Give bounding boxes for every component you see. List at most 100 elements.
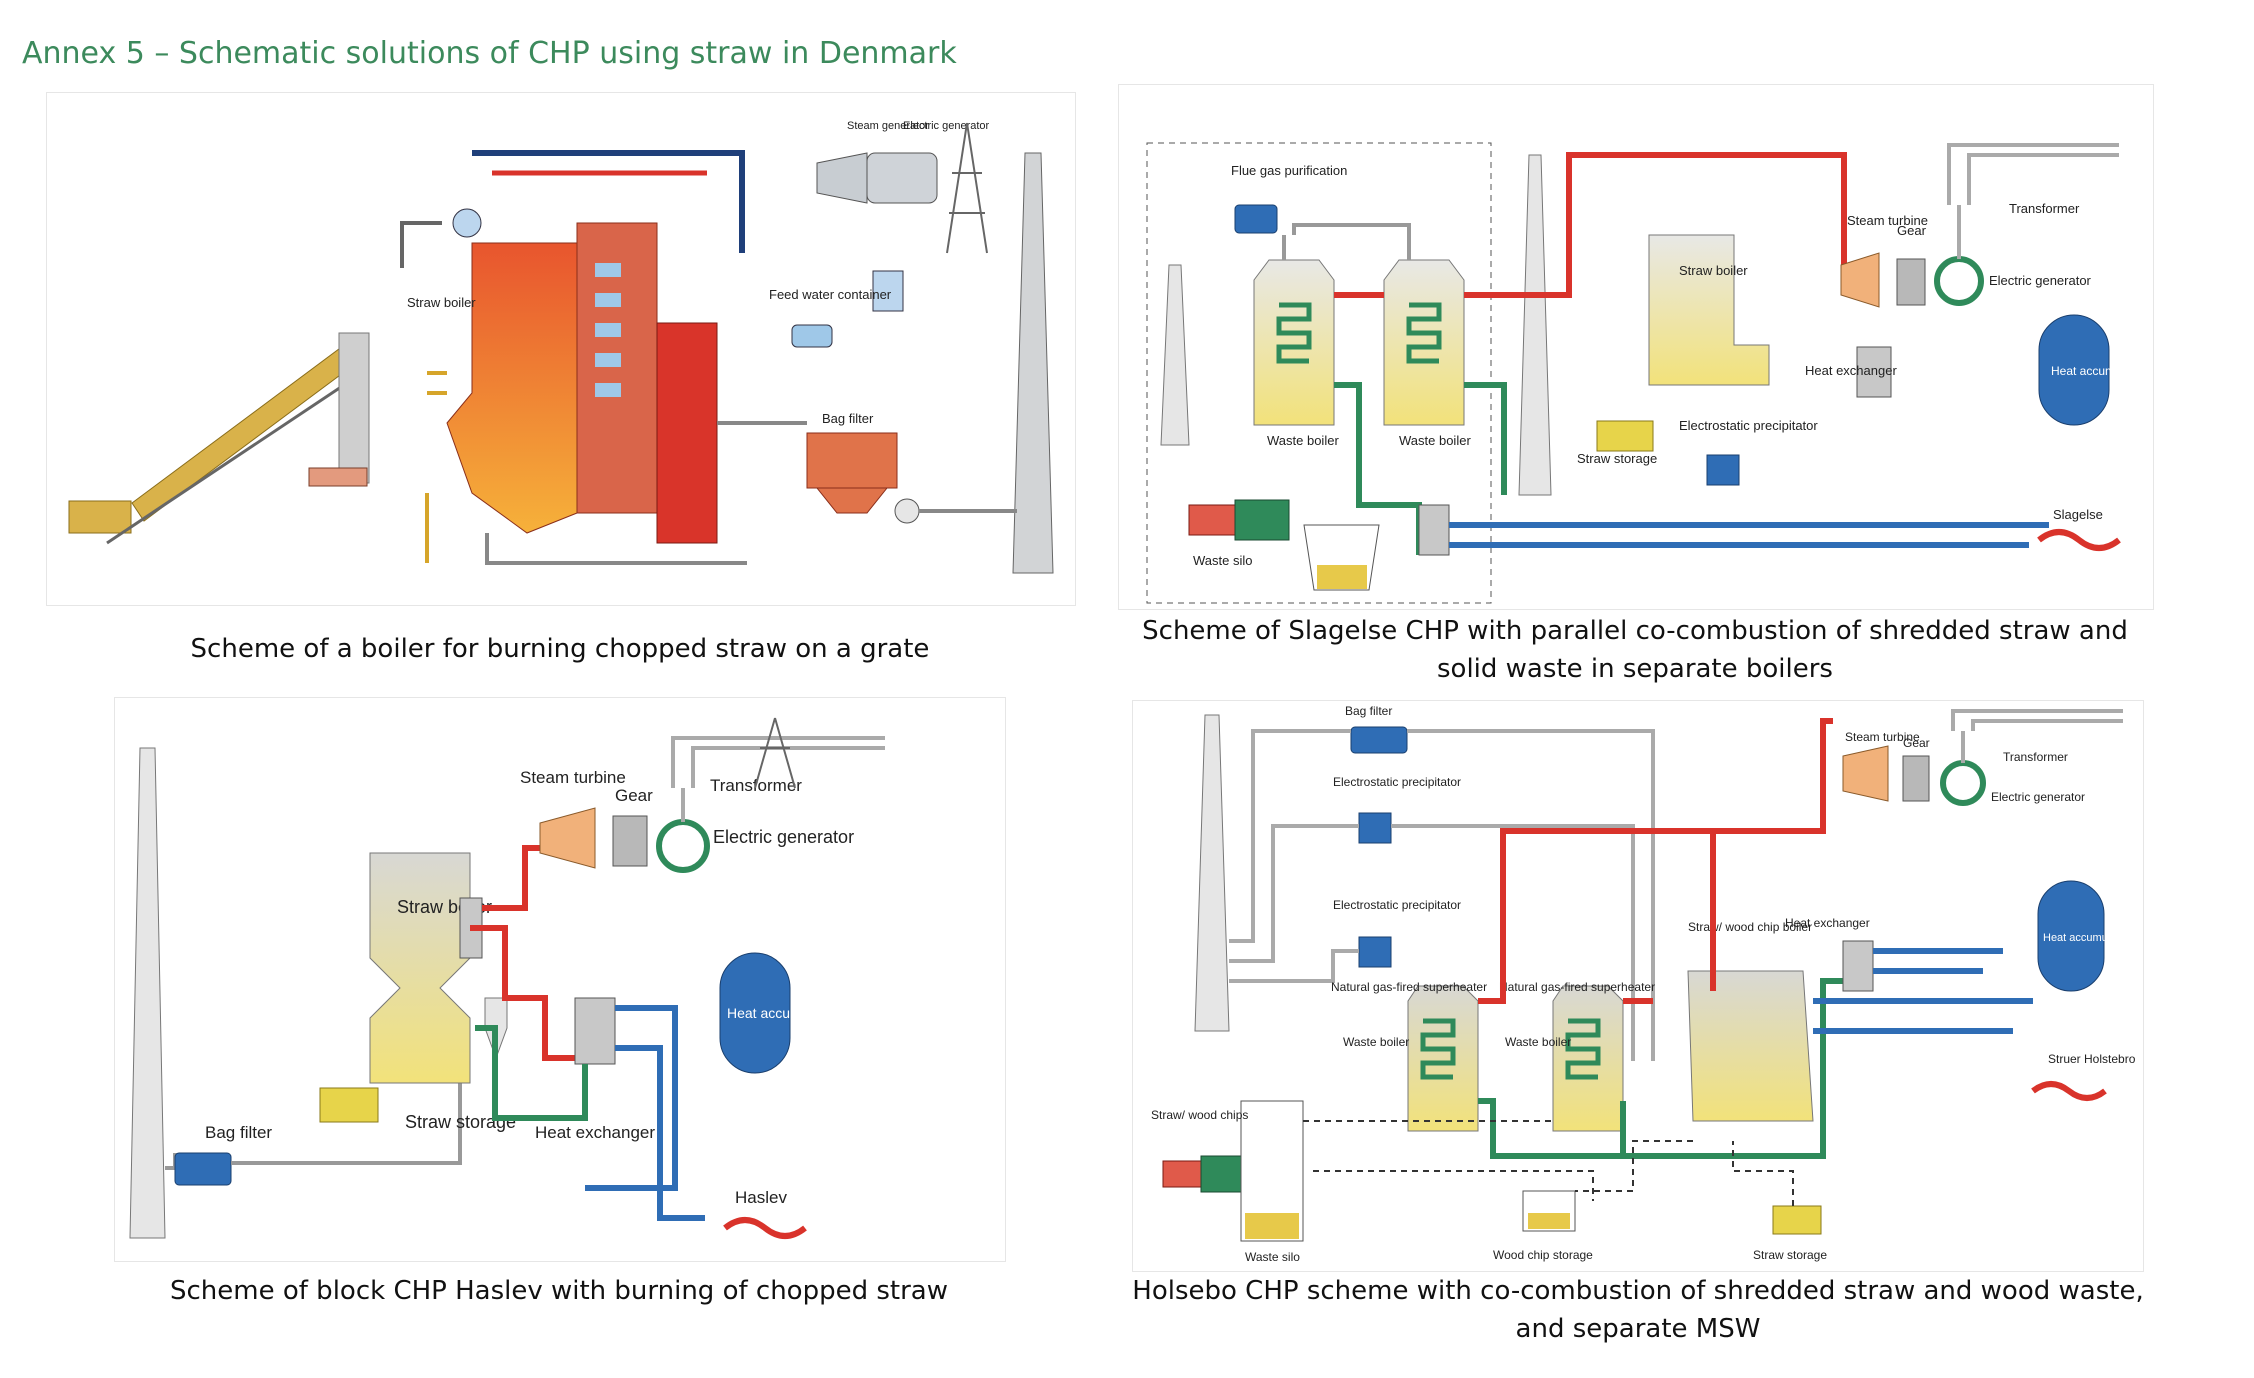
waste-boiler-1: Waste boiler xyxy=(1253,259,1339,448)
chimney-2 xyxy=(1518,154,1552,496)
label-waste-boiler-1: Waste boiler xyxy=(1267,433,1339,448)
steam-drum xyxy=(452,208,482,238)
district-heating-lines xyxy=(1813,948,2033,1034)
waste-silo: Straw/ wood chips Waste silo xyxy=(1151,1100,1304,1264)
caption-diagram-2: Scheme of Slagelse CHP with parallel co-… xyxy=(1142,616,2128,684)
electric-generator xyxy=(1940,760,1986,806)
electric-generator xyxy=(656,819,710,873)
feed-water-heater xyxy=(872,270,904,312)
steam-turbine xyxy=(1842,745,1889,802)
power-pylon xyxy=(946,122,988,254)
straw-silo xyxy=(338,332,370,484)
label-steam-turbine: Steam turbine xyxy=(1845,730,1920,744)
waste-section-boundary xyxy=(1146,142,1492,604)
label-straw-boiler: Straw boiler xyxy=(407,295,476,310)
fan xyxy=(894,498,920,524)
caption-diagram-1: Scheme of a boiler for burning chopped s… xyxy=(190,634,930,664)
label-gear: Gear xyxy=(1897,223,1927,238)
label-bag-filter: Bag filter xyxy=(1345,704,1392,718)
label-heat-accumulator: Heat accumulator xyxy=(2051,364,2145,378)
label-steam-turbine: Steam turbine xyxy=(520,768,626,787)
label-wood-chip-storage: Wood chip storage xyxy=(1493,1248,1593,1262)
district-heating-icon xyxy=(2031,1081,2107,1101)
label-esp-1: Electrostatic precipitator xyxy=(1333,775,1461,789)
stoker xyxy=(308,467,368,487)
caption-diagram-3: Scheme of block CHP Haslev with burning … xyxy=(170,1276,948,1306)
diagram-2-svg: Flue gas purification Waste boiler Waste… xyxy=(1146,142,2145,604)
label-heat-exchanger: Heat exchanger xyxy=(535,1123,655,1142)
waste-heat-exchanger xyxy=(1418,504,1450,556)
gear xyxy=(1902,755,1930,802)
label-waste-silo: Waste silo xyxy=(1193,553,1252,568)
label-straw-storage: Straw storage xyxy=(1577,451,1657,466)
label-electric-generator: Electric generator xyxy=(713,827,854,847)
straw-storage: Straw storage xyxy=(1753,1205,1827,1262)
bag-filter: Bag filter xyxy=(174,1123,272,1186)
diagram-straw-grate-boiler: Steam generator Electric generator Feed … xyxy=(46,92,1076,606)
heat-accumulator xyxy=(2038,314,2110,426)
electrostatic-precipitator: Electrostatic precipitator xyxy=(1679,418,1818,486)
label-heat-exchanger: Heat exchanger xyxy=(1785,916,1870,930)
label-bag-filter: Bag filter xyxy=(822,411,874,426)
label-waste-boiler-2: Waste boiler xyxy=(1505,1035,1571,1049)
waste-boiler-1: Natural gas-fired superheater Waste boil… xyxy=(1331,980,1487,1132)
steam-generator: Steam generator Electric generator xyxy=(816,120,990,204)
label-gear: Gear xyxy=(1903,736,1930,750)
condensate-pipe xyxy=(475,1025,588,1121)
label-superheater-1: Natural gas-fired superheater xyxy=(1331,980,1487,994)
label-city-haslev: Haslev xyxy=(735,1188,787,1207)
flue-gas-purification xyxy=(1234,204,1278,234)
chimney xyxy=(1012,152,1054,574)
diagram-slagelse-chp: Flue gas purification Waste boiler Waste… xyxy=(1118,84,2154,610)
label-transformer: Transformer xyxy=(2003,750,2068,764)
wood-chip-storage: Wood chip storage xyxy=(1493,1190,1593,1262)
label-city-slagelse: Slagelse xyxy=(2053,507,2103,522)
condensate-main xyxy=(1478,978,1843,1159)
label-heat-accumulator: Heat accumulator xyxy=(727,1005,837,1021)
district-heating-lines xyxy=(1449,522,2049,548)
caption-diagram-4: Holsebo CHP scheme with co-combustion of… xyxy=(1132,1276,2144,1344)
steam-main xyxy=(1334,152,1847,298)
straw-storage: Straw storage xyxy=(319,1087,516,1132)
straw-boiler: Straw boiler xyxy=(369,852,492,1084)
steam-pipe xyxy=(470,845,575,1061)
esp-2 xyxy=(1358,936,1392,968)
label-transformer: Transformer xyxy=(2009,201,2080,216)
gear xyxy=(1896,258,1926,306)
label-straw-wood-chips: Straw/ wood chips xyxy=(1151,1108,1248,1122)
bag-filter xyxy=(1350,726,1408,754)
straw-conveyor xyxy=(68,342,360,545)
label-heat-exchanger: Heat exchanger xyxy=(1805,363,1897,378)
heat-exchanger xyxy=(1842,940,1874,992)
diagram-holsebo-chp: Bag filter Electrostatic precipitator El… xyxy=(1132,700,2144,1272)
label-waste-silo: Waste silo xyxy=(1245,1250,1300,1264)
steam-main xyxy=(1478,718,1833,1004)
steam-pipe xyxy=(472,150,745,253)
label-straw-boiler: Straw boiler xyxy=(1679,263,1748,278)
steam-turbine xyxy=(1840,252,1880,308)
straw-boiler: Straw boiler xyxy=(1648,234,1770,386)
waste-boiler-2: Waste boiler xyxy=(1383,259,1471,448)
chimney xyxy=(129,747,166,1239)
label-straw-wood-chip-boiler: Straw/ wood chip boiler xyxy=(1688,920,1812,934)
esp-1 xyxy=(1358,812,1392,844)
label-waste-boiler-2: Waste boiler xyxy=(1399,433,1471,448)
label-waste-boiler-1: Waste boiler xyxy=(1343,1035,1409,1049)
label-bag-filter: Bag filter xyxy=(205,1123,272,1142)
page-title: Annex 5 – Schematic solutions of CHP usi… xyxy=(22,36,957,71)
straw-boiler xyxy=(446,222,718,544)
heat-accumulator xyxy=(719,952,791,1074)
label-straw-storage: Straw storage xyxy=(405,1112,516,1132)
waste-boiler-2: Natural gas-fired superheater Waste boil… xyxy=(1499,980,1655,1132)
label-superheater-2: Natural gas-fired superheater xyxy=(1499,980,1655,994)
straw-storage: Straw storage xyxy=(1577,420,1657,466)
label-electric-generator: Electric generator xyxy=(1991,790,2085,804)
chimney-1 xyxy=(1160,264,1190,446)
label-straw-storage: Straw storage xyxy=(1753,1248,1827,1262)
flue-gas-ducts xyxy=(1229,729,1655,1061)
label-city-struer-holstebro: Struer Holstebro xyxy=(2048,1052,2136,1066)
label-steam-generator: Steam generator xyxy=(847,120,929,132)
label-electric-generator: Electric generator xyxy=(1989,273,2092,288)
heat-accumulator xyxy=(2037,880,2105,992)
fuel-feed-lines xyxy=(1303,1120,1794,1206)
